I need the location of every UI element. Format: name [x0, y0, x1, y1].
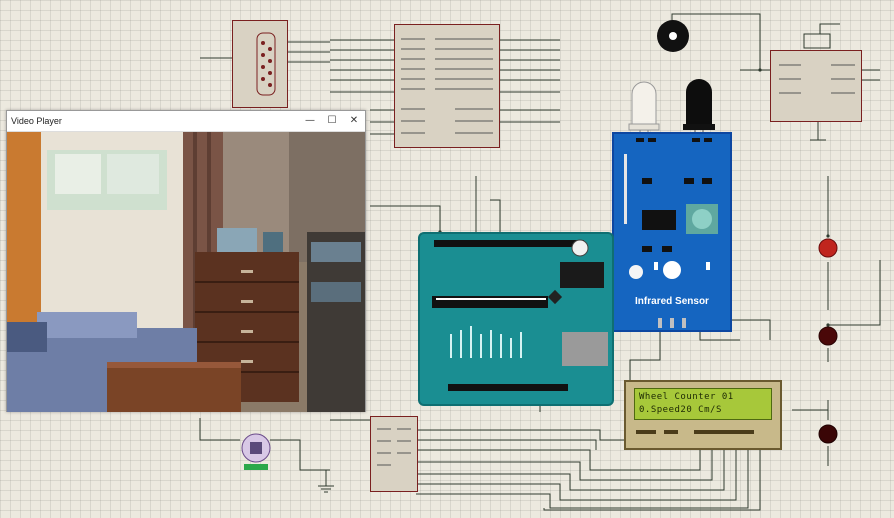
arduino-board[interactable]: [418, 232, 614, 406]
chip-pin-markings: [377, 428, 411, 466]
ir-sensor-module[interactable]: Infrared Sensor: [612, 132, 732, 332]
jumper-icon: [803, 33, 831, 49]
red-led-icon: [818, 424, 838, 444]
lcd-line-2: 0.Speed20 Cm/S: [639, 405, 722, 415]
buzzer-icon: [657, 20, 689, 52]
video-player-window[interactable]: Video Player — ☐ ✕: [6, 110, 366, 412]
chip-pin-markings: [779, 64, 855, 94]
motor-icon: [241, 433, 271, 470]
maximize-button[interactable]: ☐: [327, 115, 337, 126]
chip-pin-markings: [401, 38, 493, 134]
window-titlebar[interactable]: Video Player — ☐ ✕: [7, 111, 365, 132]
close-button[interactable]: ✕: [349, 115, 359, 126]
serial-connector[interactable]: [232, 20, 288, 108]
ir-receiver-led-icon: [683, 79, 715, 140]
red-led-icon: [818, 326, 838, 346]
lcd-screen: Wheel Counter 01 0.Speed20 Cm/S: [634, 388, 772, 420]
ir-sensor-label: Infrared Sensor: [635, 296, 709, 307]
window-title: Video Player: [11, 116, 62, 126]
minimize-button[interactable]: —: [305, 115, 315, 126]
ir-board-components: [624, 138, 718, 328]
ir-emitter-led-icon: [628, 81, 660, 140]
lcd-pins: [636, 430, 754, 434]
driver-chip[interactable]: [770, 50, 862, 122]
red-led-icon: [818, 238, 838, 258]
arduino-board-details: [432, 239, 608, 391]
lcd-line-1: Wheel Counter 01: [639, 392, 734, 402]
microcontroller-chip[interactable]: [394, 24, 500, 148]
bedroom-scene-image: [7, 132, 365, 412]
connector-pins-icon: [256, 32, 276, 96]
lcd-display[interactable]: Wheel Counter 01 0.Speed20 Cm/S: [624, 380, 782, 450]
camera-feed: [7, 132, 365, 412]
shift-register-chip[interactable]: [370, 416, 418, 492]
